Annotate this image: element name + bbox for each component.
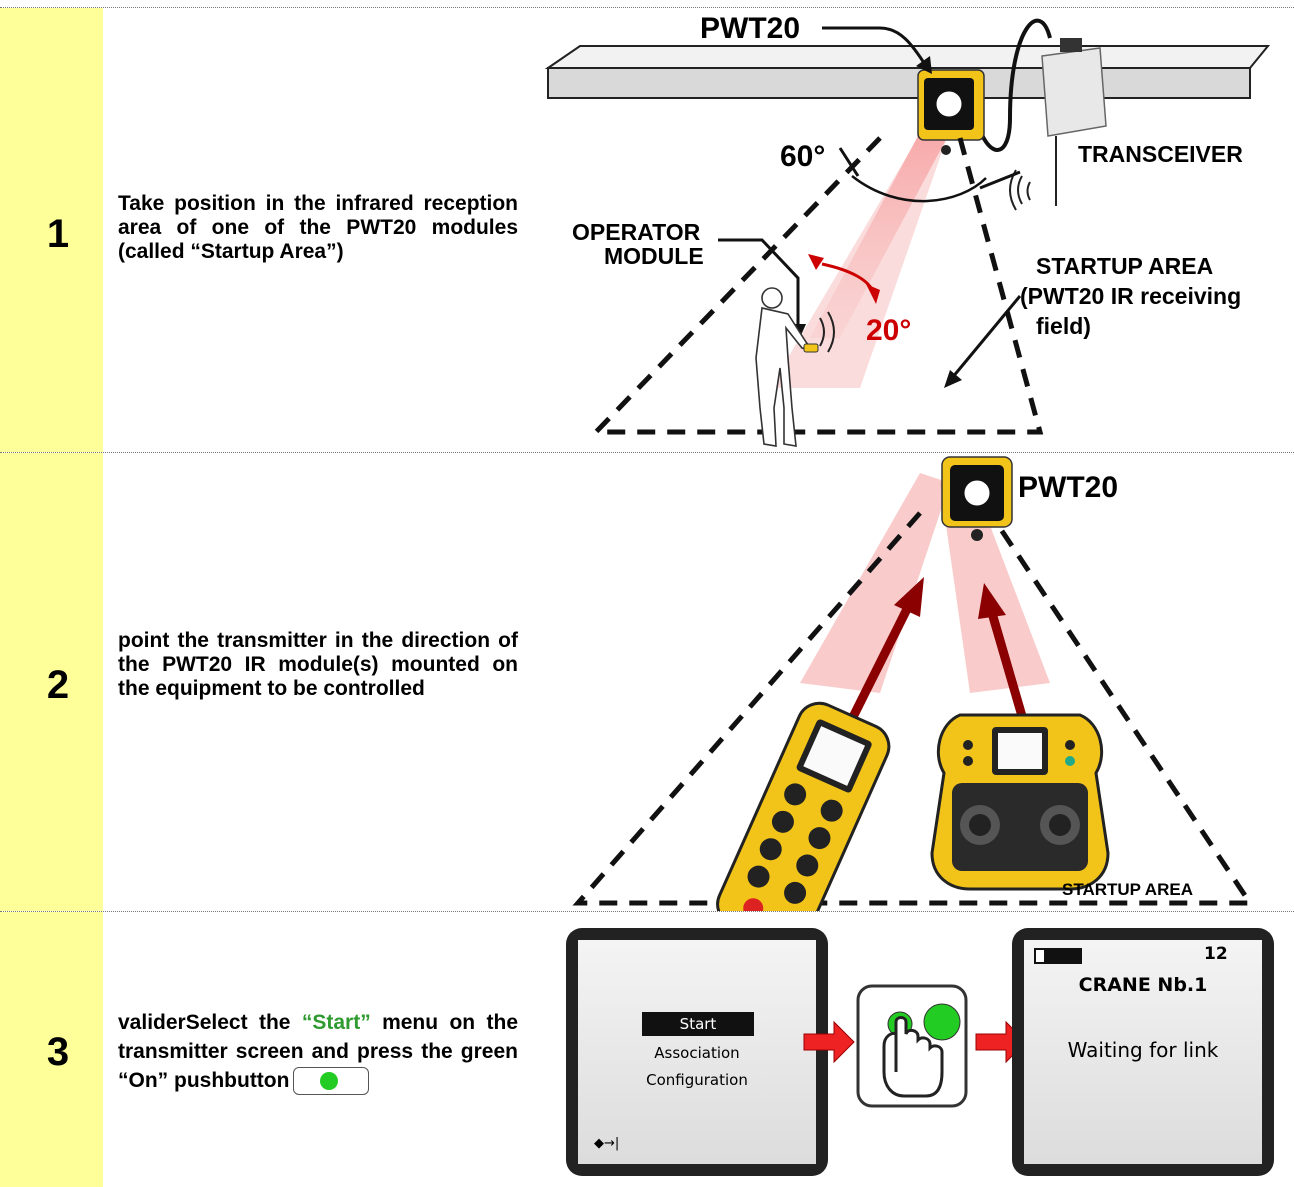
rail-top bbox=[544, 45, 1271, 69]
start-menu-highlight: “Start” bbox=[301, 1011, 371, 1034]
transmitter-screen-status: 12 CRANE Nb.1 Waiting for link bbox=[1012, 928, 1274, 1176]
step-number-cell bbox=[0, 8, 103, 452]
ir-arrow-right-head bbox=[978, 583, 1006, 619]
pwt20-label: PWT20 bbox=[1018, 471, 1118, 504]
ir-arrow-right bbox=[987, 611, 1029, 725]
angle-60-tick bbox=[838, 147, 860, 177]
row-divider bbox=[0, 452, 1294, 453]
pwt20-pointer-head bbox=[916, 56, 932, 74]
startup-area-illustration: PWT20 TRANSCEIVER 60° OPERATOR MODULE 20… bbox=[544, 12, 1271, 447]
pointing-transmitter-illustration: PWT20 STARTUP AREA bbox=[572, 456, 1255, 911]
pwt20-gland bbox=[971, 529, 983, 541]
startup-area-label: STARTUP AREA bbox=[1062, 880, 1193, 899]
row-divider bbox=[0, 911, 1294, 912]
menu-item-start: Start bbox=[642, 1012, 754, 1036]
radio-wave-icon bbox=[1026, 181, 1031, 201]
channel-counter: 12 bbox=[1204, 944, 1228, 964]
step-row-2: 2 point the transmitter in the direction… bbox=[0, 453, 1294, 911]
pwt20-lens bbox=[933, 88, 965, 120]
step-number: 3 bbox=[46, 1030, 70, 1074]
press-sequence bbox=[803, 984, 1027, 1108]
operator-module-label-line2: MODULE bbox=[604, 243, 704, 269]
row-divider-top bbox=[0, 7, 1294, 8]
red-arrow-icon bbox=[803, 1020, 855, 1064]
crane-name: CRANE Nb.1 bbox=[1078, 974, 1208, 996]
step-row-1: 1 Take position in the infrared receptio… bbox=[0, 8, 1294, 452]
operator-module-label-line1: OPERATOR bbox=[572, 219, 701, 245]
ir-beam-left bbox=[800, 473, 950, 693]
step-number-cell bbox=[0, 453, 103, 911]
green-button bbox=[923, 1003, 961, 1041]
pwt20-label: PWT20 bbox=[700, 12, 800, 45]
step-instruction: point the transmitter in the direction o… bbox=[118, 629, 518, 700]
step-instruction: Take position in the infrared reception … bbox=[118, 192, 518, 263]
menu-item-configuration: Configuration bbox=[646, 1071, 748, 1089]
angle-60-tick bbox=[979, 170, 1021, 190]
step-instruction: validerSelect the “Start” menu on the tr… bbox=[118, 1008, 518, 1096]
pwt20-lens bbox=[961, 477, 993, 509]
ir-beam-right bbox=[940, 473, 1050, 693]
navigate-icon: ◆→| bbox=[594, 1136, 620, 1151]
angle-60-label: 60° bbox=[780, 140, 825, 173]
transceiver-box bbox=[1041, 47, 1107, 137]
menu-item-association: Association bbox=[654, 1044, 740, 1062]
startup-area-triangle bbox=[590, 136, 1044, 435]
startup-area-label-line1: STARTUP AREA bbox=[1036, 253, 1213, 279]
link-status: Waiting for link bbox=[1067, 1038, 1219, 1062]
step-row-3: 3 validerSelect the “Start” menu on the … bbox=[0, 912, 1294, 1187]
step-number-cell bbox=[0, 912, 103, 1187]
bellybox-transmitter bbox=[930, 713, 1110, 891]
pointing-hand-icon bbox=[882, 1016, 944, 1098]
green-dot-icon bbox=[320, 1072, 339, 1091]
transceiver-gland bbox=[1060, 38, 1082, 52]
angle-60-arc bbox=[851, 175, 987, 203]
transmitter-screen-menu: Start Association Configuration ◆→| bbox=[566, 928, 828, 1176]
startup-area-pointer-head bbox=[944, 370, 962, 388]
handheld-transmitter bbox=[716, 701, 891, 911]
angle-20-arrow bbox=[866, 284, 880, 304]
pwt20-gland bbox=[941, 145, 951, 155]
startup-area-label-line3: field) bbox=[1036, 313, 1091, 339]
screen-display: 12 CRANE Nb.1 Waiting for link bbox=[1024, 940, 1262, 1164]
pwt20-pointer bbox=[879, 26, 928, 67]
operator-module-device bbox=[803, 343, 819, 353]
operator-module-pointer bbox=[718, 238, 800, 326]
ir-wave-icon bbox=[827, 311, 835, 353]
instruction-suffix: menu on the transmitter screen and press… bbox=[118, 1011, 518, 1092]
step-number: 2 bbox=[46, 663, 70, 707]
transceiver-label: TRANSCEIVER bbox=[1078, 141, 1243, 167]
radio-wave-icon bbox=[1017, 175, 1023, 205]
ir-arrow-left-head bbox=[894, 577, 924, 617]
startup-area-triangle bbox=[572, 511, 1255, 906]
startup-area-label-line2: (PWT20 IR receiving bbox=[1020, 283, 1241, 309]
ir-beam bbox=[810, 104, 965, 338]
battery-level bbox=[1036, 950, 1044, 962]
angle-20-arrow bbox=[808, 254, 824, 270]
startup-area-pointer bbox=[950, 295, 1022, 379]
screen-display: Start Association Configuration ◆→| bbox=[578, 940, 816, 1164]
overhead-rail bbox=[547, 67, 1251, 99]
on-pushbutton-icon bbox=[293, 1067, 370, 1096]
battery-icon bbox=[1034, 948, 1082, 964]
ir-wave-icon bbox=[819, 317, 825, 347]
step-number: 1 bbox=[46, 212, 70, 256]
ir-arrow-left bbox=[845, 600, 915, 726]
instruction-prefix: validerSelect the bbox=[118, 1011, 302, 1034]
angle-20-label: 20° bbox=[866, 314, 911, 347]
pwt20-cable bbox=[970, 18, 1052, 152]
